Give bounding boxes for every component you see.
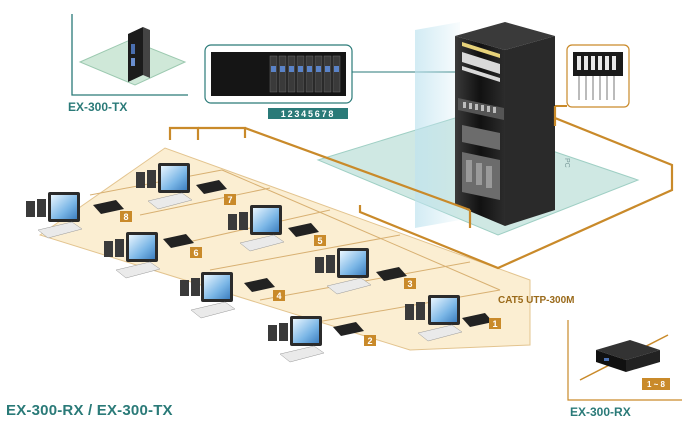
kvm-switch-unit [458,98,504,120]
connector-inset [555,44,630,108]
tx-unit-icon [128,27,150,82]
tx-label: EX-300-TX [68,100,128,114]
workstation-6 [104,232,202,279]
station-label-8: 8 [123,212,128,222]
station-label-2: 2 [367,336,372,346]
station-label-4: 4 [276,291,281,301]
port-strip-numbers: 12345678 [281,109,335,119]
station-label-3: 3 [407,279,412,289]
workstation-3 [315,248,416,295]
workstation-5 [228,205,326,252]
workstation-8 [26,192,132,239]
station-label-7: 7 [227,195,232,205]
workstation-4 [180,272,285,319]
station-label-5: 5 [317,236,322,246]
main-title: EX-300-RX / EX-300-TX [6,402,173,419]
port-number-strip: 12345678 [268,108,348,119]
station-numbers: 1 2 3 4 5 6 7 8 [123,195,497,346]
workstation-7 [136,163,236,210]
glass-panel [415,22,460,228]
station-label-6: 6 [193,248,198,258]
rx-unit-icon [596,340,660,372]
workstation-1 [405,295,501,342]
cat5-cabling [168,106,674,270]
server-rack: PC [455,22,570,226]
cable-label: CAT5 UTP-300M [498,295,575,306]
tx-inset [71,14,188,96]
port-slots [269,55,341,93]
rx-inset: 1 ~ 8 [567,320,682,401]
rack-front-inset: 12345678 [204,44,460,119]
rx-range-label: 1 ~ 8 [647,380,666,389]
rx-label: EX-300-RX [570,405,631,419]
workstation-2 [268,316,376,363]
pc-tag: PC [563,158,570,168]
station-label-1: 1 [492,319,497,329]
